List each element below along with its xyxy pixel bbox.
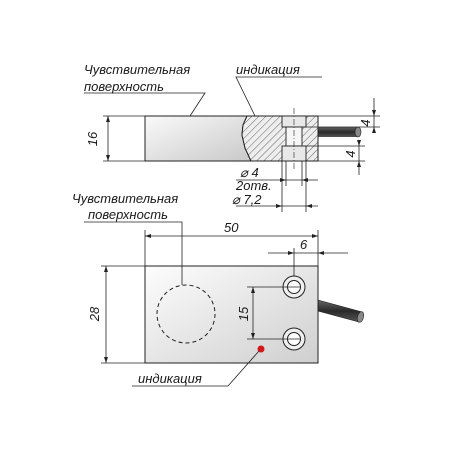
- top-label-sensitive: Чувствительная поверхность: [72, 191, 183, 285]
- dim-right-4-4: 4 4: [306, 98, 380, 175]
- side-label-sensitive: Чувствительная поверхность: [84, 62, 206, 117]
- dim-holes-count-text: 2отв.: [235, 178, 272, 193]
- top-label-sensitive-line1: Чувствительная: [72, 191, 178, 206]
- dim-length-text: 50: [224, 220, 239, 235]
- dim-counterbore-text: ⌀ 7,2: [232, 192, 262, 207]
- side-label-indication-text: индикация: [236, 62, 300, 77]
- dim-offset-text: 6: [300, 237, 308, 252]
- dim-height-text: 16: [85, 131, 100, 146]
- dim-bottom-hole-text: 4: [343, 150, 358, 157]
- dim-top-hole-text: 4: [358, 119, 373, 126]
- dim-length-50: 50: [144, 220, 319, 266]
- dim-hole-diameters: ⌀ 4 2отв. ⌀ 7,2: [232, 161, 318, 212]
- side-view: Чувствительная поверхность индикация 16: [84, 62, 380, 212]
- side-body: [144, 115, 252, 162]
- top-label-sensitive-line2: поверхность: [88, 207, 168, 222]
- top-label-indication-text: индикация: [138, 371, 202, 386]
- top-cable: [317, 299, 365, 323]
- dim-height-16: 16: [85, 115, 145, 162]
- dim-width-28: 28: [87, 265, 145, 364]
- side-label-sensitive-line1: Чувствительная: [84, 62, 190, 77]
- side-section-hatch: [241, 115, 319, 162]
- indicator-led: [257, 345, 265, 353]
- dim-hole-diameter-text: ⌀ 4: [240, 165, 259, 180]
- top-view: Чувствительная поверхность индикация 50 …: [72, 191, 365, 387]
- dim-offset-6: 6: [268, 237, 348, 276]
- dim-width-text: 28: [87, 306, 102, 322]
- top-label-indication: индикация: [132, 350, 260, 387]
- dim-spacing-text: 15: [236, 306, 251, 321]
- side-label-sensitive-line2: поверхность: [84, 79, 164, 94]
- side-label-indication: индикация: [235, 62, 322, 117]
- dim-spacing-15: 15: [236, 286, 300, 340]
- sensing-area-circle: [156, 284, 216, 344]
- side-cable: [318, 126, 362, 138]
- side-mounting-hole: [281, 108, 307, 170]
